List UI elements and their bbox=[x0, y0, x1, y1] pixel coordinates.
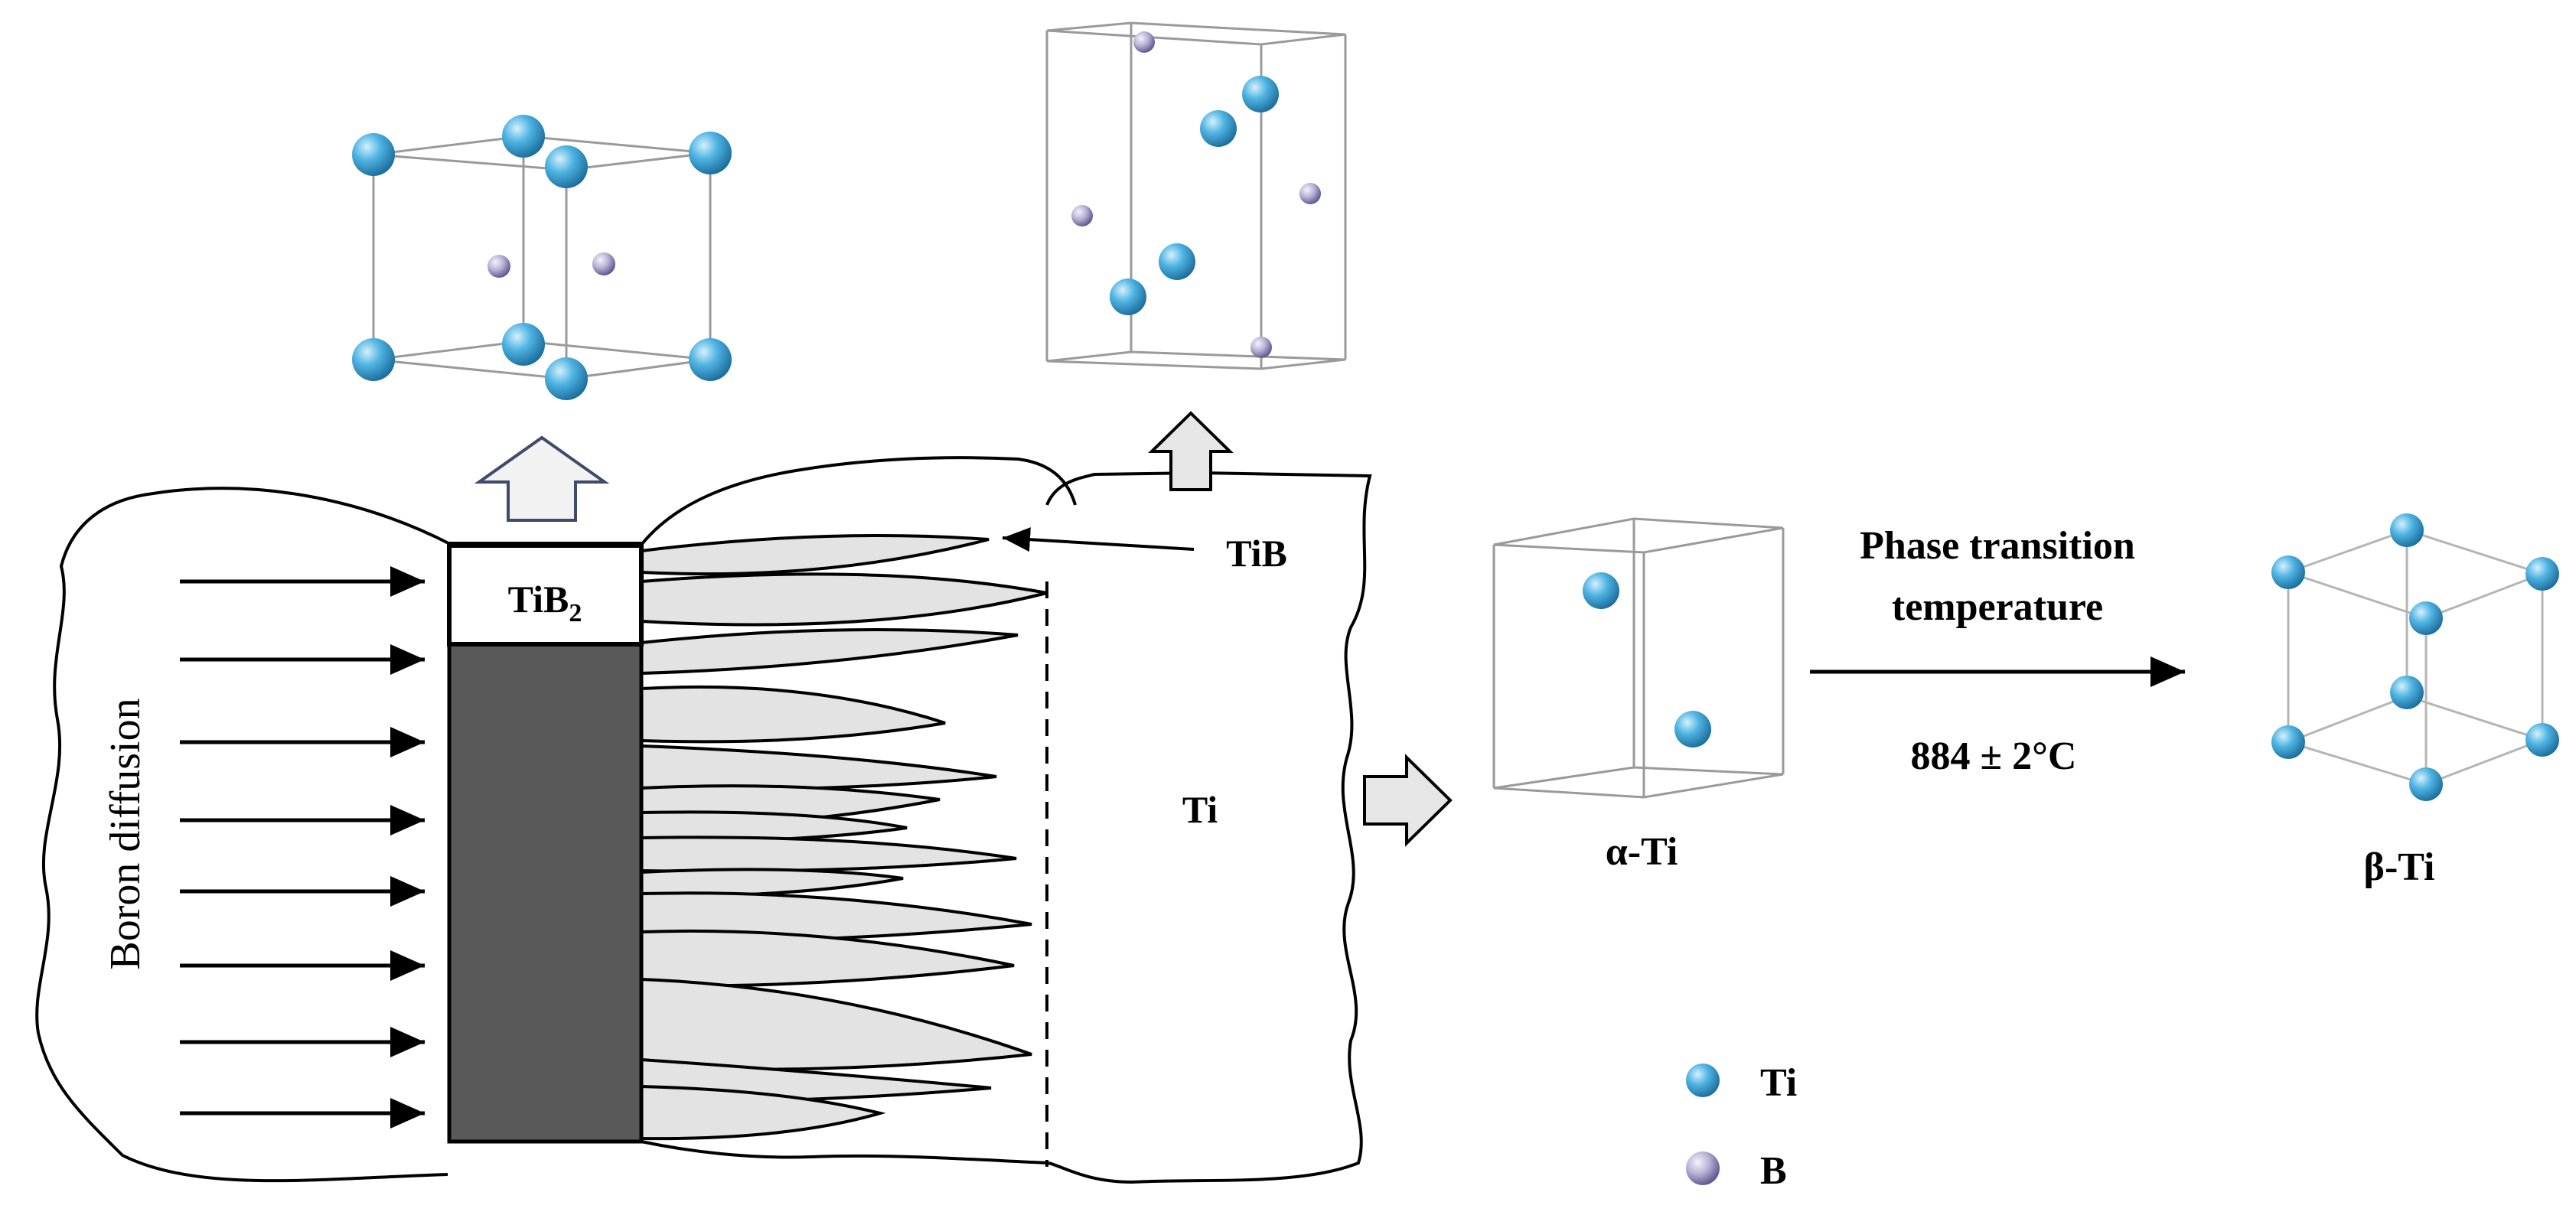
tib-whisker bbox=[640, 572, 1048, 627]
alpha-ti-label: α-Ti bbox=[1606, 830, 1678, 874]
tib2-label: TiB2 bbox=[508, 578, 582, 627]
legend-b-atom bbox=[1686, 1151, 1720, 1185]
ti-region-label: Ti bbox=[1182, 788, 1218, 831]
tib-whisker bbox=[640, 977, 1032, 1071]
substrate-top-edge bbox=[640, 456, 1077, 546]
ti-atom bbox=[1159, 243, 1195, 280]
tib-whisker bbox=[640, 627, 1019, 676]
boron-diffusion-label: Boron diffusion bbox=[102, 698, 149, 969]
tib-whisker bbox=[640, 929, 1015, 988]
ti-atom bbox=[1242, 76, 1279, 112]
tib-label: TiB bbox=[1226, 532, 1287, 575]
ti-right-block-arrow bbox=[1363, 754, 1453, 847]
legend-b-label: B bbox=[1760, 1149, 1787, 1193]
ti-atom bbox=[689, 338, 732, 381]
tib-whisker bbox=[640, 744, 997, 792]
tib2-layer-dark bbox=[447, 642, 644, 1144]
ti-atom bbox=[1110, 278, 1146, 315]
ti-atom bbox=[1674, 711, 1711, 748]
beta-ti-crystal-structure bbox=[2271, 513, 2559, 801]
tib-up-block-arrow bbox=[1148, 411, 1234, 491]
legend-ti-atom bbox=[1686, 1064, 1720, 1097]
b-atom bbox=[1071, 205, 1093, 226]
b-atom bbox=[487, 255, 510, 278]
alpha-ti-crystal-structure bbox=[1492, 517, 1785, 799]
ti-atom bbox=[2409, 767, 2443, 801]
tib-whiskers bbox=[640, 534, 1048, 1141]
tib-crystal-structure bbox=[1045, 21, 1347, 370]
b-atom bbox=[1299, 183, 1321, 204]
ti-atom bbox=[2271, 725, 2305, 759]
ti-atom bbox=[2390, 513, 2424, 547]
tib2-crystal-structure bbox=[352, 115, 732, 400]
b-atom bbox=[1251, 337, 1272, 358]
beta-ti-label: β-Ti bbox=[2364, 845, 2435, 889]
substrate-left-outline bbox=[35, 487, 452, 1183]
tib-whisker bbox=[640, 835, 1017, 873]
ti-atom bbox=[2525, 723, 2559, 757]
substrate-section: TiB2 Boron diffusion TiB Ti bbox=[35, 456, 1372, 1184]
b-atom bbox=[1133, 31, 1155, 53]
ti-atom bbox=[2525, 557, 2559, 591]
ti-atom bbox=[502, 323, 545, 366]
ti-atom bbox=[352, 338, 395, 381]
ti-atom bbox=[1583, 572, 1619, 609]
ti-atom bbox=[502, 115, 545, 158]
transition-temperature-label: 884 ± 2°C bbox=[1911, 735, 2077, 778]
ti-region-outline bbox=[1045, 471, 1372, 1184]
b-atom bbox=[592, 252, 615, 275]
tib2-up-block-arrow bbox=[474, 435, 610, 522]
tib-pointer-arrow bbox=[1002, 527, 1195, 552]
legend: Ti B bbox=[1686, 1061, 1797, 1193]
boron-diffusion-arrows bbox=[180, 566, 425, 1129]
substrate-bottom-edge bbox=[641, 1140, 1049, 1164]
tib-whisker bbox=[640, 685, 946, 744]
ti-atom bbox=[1200, 110, 1237, 147]
tib-whisker bbox=[640, 534, 990, 576]
ti-atom bbox=[352, 133, 395, 176]
legend-ti-label: Ti bbox=[1760, 1061, 1797, 1105]
ti-atom bbox=[2390, 676, 2424, 709]
tib-whisker bbox=[640, 1084, 886, 1141]
ti-atom bbox=[2271, 555, 2305, 589]
ti-atom bbox=[545, 145, 588, 188]
ti-atom bbox=[689, 132, 732, 174]
ti-atom bbox=[2409, 601, 2443, 635]
ti-atom bbox=[545, 357, 588, 400]
tib2-label-box bbox=[447, 542, 644, 647]
phase-transition-label-line1: Phase transition bbox=[1860, 524, 2135, 568]
phase-transition-label-line2: temperature bbox=[1892, 585, 2103, 629]
